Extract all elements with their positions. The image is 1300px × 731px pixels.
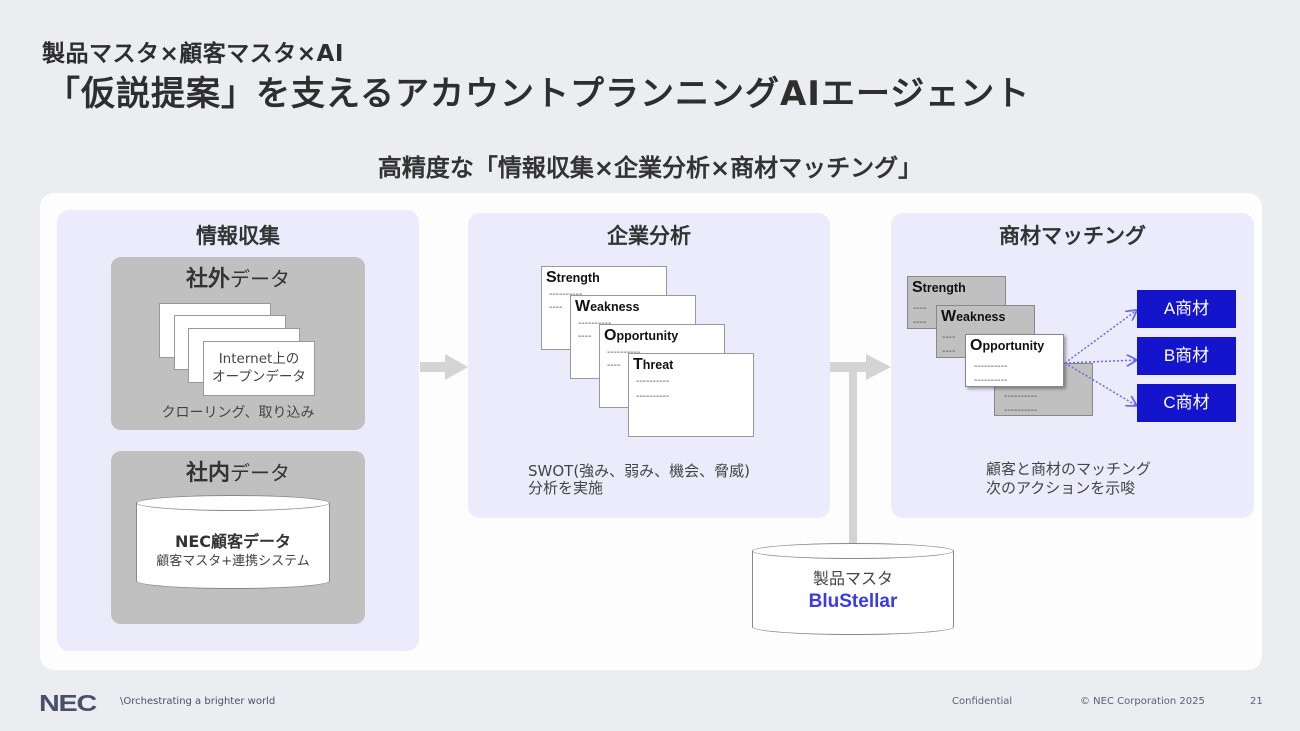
external-data-box: 社外データ Internet上の オープンデータ クローリング、取り込み bbox=[111, 257, 365, 430]
internal-title-rest: データ bbox=[230, 461, 290, 485]
external-title-rest: データ bbox=[230, 267, 290, 291]
nec-logo: NEC bbox=[39, 690, 97, 716]
arrow-to-product-a bbox=[1064, 310, 1137, 364]
external-title-bold: 社外 bbox=[185, 267, 230, 292]
blustellar-logo: BluStellar bbox=[808, 591, 898, 612]
arrow-to-product-c bbox=[1064, 362, 1137, 406]
page-number: 21 bbox=[1250, 696, 1263, 707]
panel-title: 企業分析 bbox=[607, 224, 691, 248]
doc-line-1: Internet上の bbox=[218, 351, 300, 367]
internal-title-bold: 社内 bbox=[185, 461, 230, 486]
document-front: Internet上の オープンデータ bbox=[203, 341, 315, 396]
db-title: NEC顧客データ bbox=[174, 532, 292, 551]
slide-tagline: 高精度な「情報収集×企業分析×商材マッチング」 bbox=[377, 154, 923, 182]
panel-info-collection: 情報収集 社外データ Internet上の オープンデータ クローリング、取り込… bbox=[57, 210, 419, 651]
panel-product-matching: 商材マッチング ---------- ---------- Strength -… bbox=[891, 213, 1254, 518]
slide-title: 「仮説提案」を支えるアカウントプランニングAIエージェント bbox=[46, 74, 1031, 114]
arrow-to-product-b bbox=[1064, 360, 1137, 363]
matching-arrows bbox=[1064, 213, 1254, 518]
db-subtitle: 顧客マスタ+連携システム bbox=[156, 554, 310, 569]
product-master-title: 製品マスタ bbox=[812, 569, 893, 588]
database-icon: NEC顧客データ 顧客マスタ+連携システム bbox=[136, 495, 330, 589]
product-b: B商材 bbox=[1137, 337, 1236, 375]
product-a: A商材 bbox=[1137, 290, 1236, 328]
match-card-opportunity: Opportunity ---------- ---------- bbox=[965, 334, 1064, 387]
internal-data-box: 社内データ NEC顧客データ 顧客マスタ+連携システム bbox=[111, 451, 365, 624]
analysis-caption-line-1: SWOT(強み、弱み、機会、脅威) bbox=[528, 462, 751, 480]
product-c: C商材 bbox=[1137, 384, 1236, 422]
matching-caption-line-1: 顧客と商材のマッチング bbox=[986, 460, 1152, 478]
panel-title: 情報収集 bbox=[196, 224, 280, 248]
panel-company-analysis: 企業分析 Strength ---------- ---- Weakness -… bbox=[468, 213, 830, 518]
external-caption: クローリング、取り込み bbox=[161, 405, 315, 421]
footer-copyright: © NEC Corporation 2025 bbox=[1080, 696, 1205, 707]
product-master-database: 製品マスタ BluStellar bbox=[752, 543, 954, 635]
analysis-caption-line-2: 分析を実施 bbox=[528, 479, 604, 497]
footer-tagline: \Orchestrating a brighter world bbox=[120, 696, 276, 707]
matching-caption-line-2: 次のアクションを示唆 bbox=[986, 479, 1136, 497]
doc-line-2: オープンデータ bbox=[212, 369, 306, 385]
footer-confidential: Confidential bbox=[952, 696, 1013, 707]
slide-subtitle: 製品マスタ×顧客マスタ×AI bbox=[42, 41, 344, 67]
swot-card-threat: Threat ---------- ---------- bbox=[628, 353, 754, 437]
panel-title: 商材マッチング bbox=[999, 224, 1146, 248]
